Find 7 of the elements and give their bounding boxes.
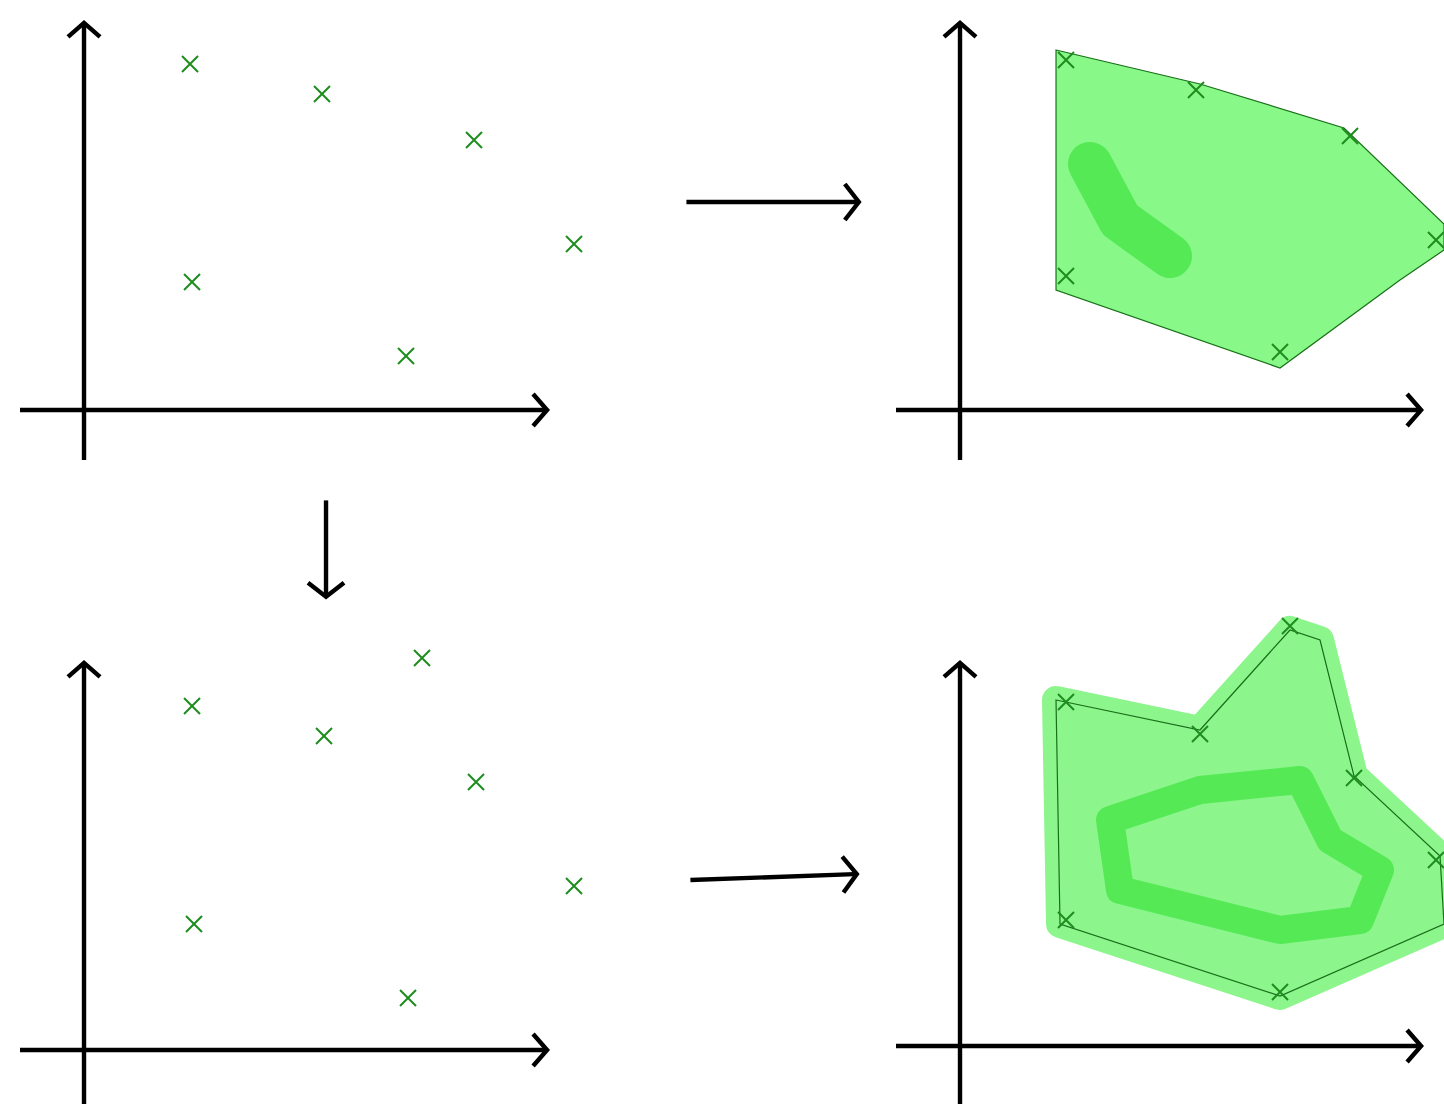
scatter-plot-drawing [896,616,1444,1104]
scatter-plot-drawing [20,20,583,460]
arrow [306,500,346,600]
arrow [686,182,862,222]
scatter-plot-drawing [20,649,583,1104]
arrow [690,855,860,894]
scatter-plot-drawing [896,20,1444,460]
